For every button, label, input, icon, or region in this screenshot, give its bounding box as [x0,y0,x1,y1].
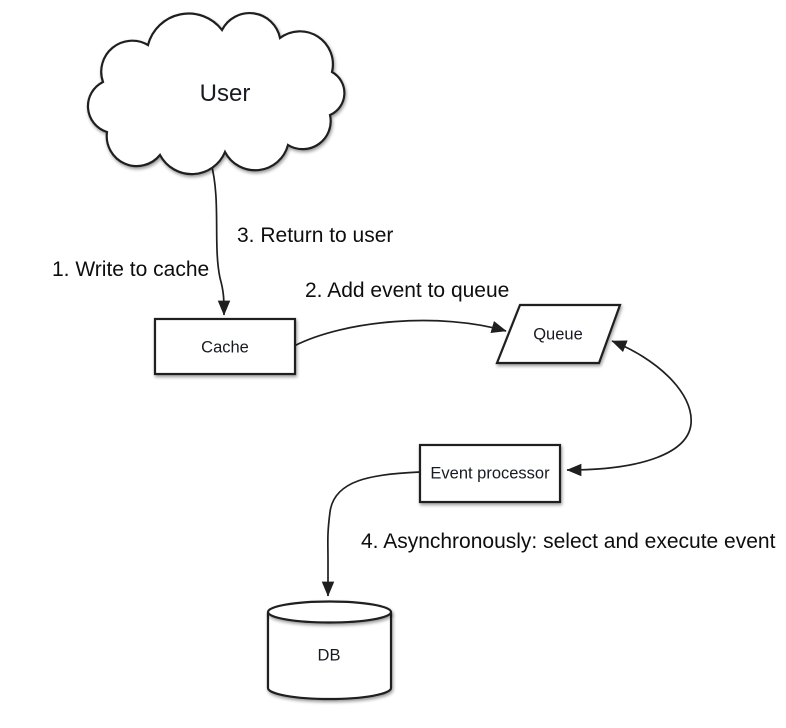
label-step-1-write-to-cache: 1. Write to cache [52,258,210,281]
user-cloud [86,12,346,176]
db-label: DB [317,646,341,665]
label-step-4-asynchronously: 4. Asynchronously: select and execute ev… [361,530,776,553]
user-label: User [199,80,251,107]
arrow-event-processor-to-db [321,471,421,597]
label-step-2-add-event-to-queue: 2. Add event to queue [305,279,510,302]
arrow-user-to-cache [210,162,231,316]
db-cylinder [266,600,393,701]
queue-parallelogram [495,303,622,365]
db-cylinder-body [266,612,393,701]
arrow-cache-to-queue [293,319,507,347]
queue-label: Queue [533,325,583,344]
event-processor-box [418,443,562,504]
cache-box [153,317,297,376]
event-processor-label: Event processor [430,464,550,483]
db-cylinder-top [266,600,393,624]
arrow-queue-event-processor-two-way [566,340,692,477]
cache-label: Cache [201,338,249,357]
label-step-3-return-to-user: 3. Return to user [237,224,394,247]
